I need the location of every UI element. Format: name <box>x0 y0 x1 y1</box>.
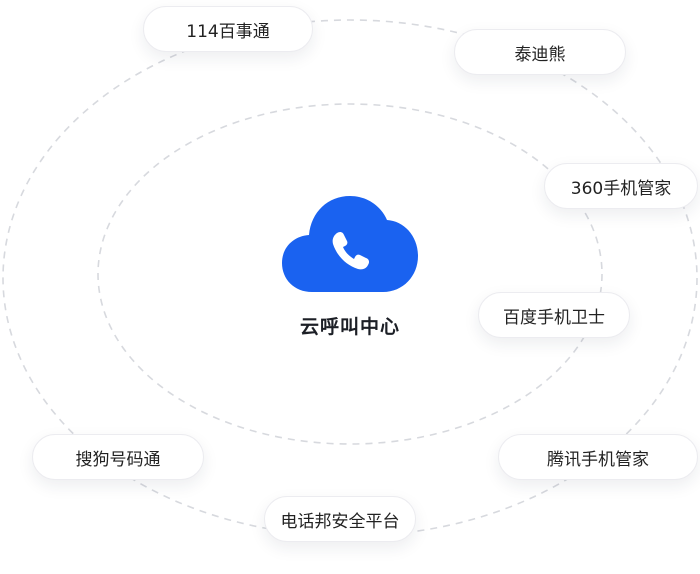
partner-baidu-mobile-guard[interactable]: 百度手机卫士 <box>478 292 630 338</box>
partner-teddy-bear[interactable]: 泰迪熊 <box>454 29 626 75</box>
cloud-phone-icon <box>282 196 418 292</box>
outer-orbit-ring <box>2 19 698 537</box>
phone-handset-icon <box>332 231 370 270</box>
partner-tencent-mobile-manager[interactable]: 腾讯手机管家 <box>498 434 698 480</box>
partner-dianhuabang-security[interactable]: 电话邦安全平台 <box>264 496 416 542</box>
center-title: 云呼叫中心 <box>299 316 400 338</box>
partner-360-mobile-manager[interactable]: 360手机管家 <box>544 163 698 209</box>
partner-114[interactable]: 114百事通 <box>143 6 313 52</box>
cloud-call-center-hub: 云呼叫中心 <box>270 190 430 339</box>
inner-orbit-ring <box>97 103 603 445</box>
partner-sogou-number[interactable]: 搜狗号码通 <box>32 434 204 480</box>
cloud-shape <box>282 196 418 292</box>
